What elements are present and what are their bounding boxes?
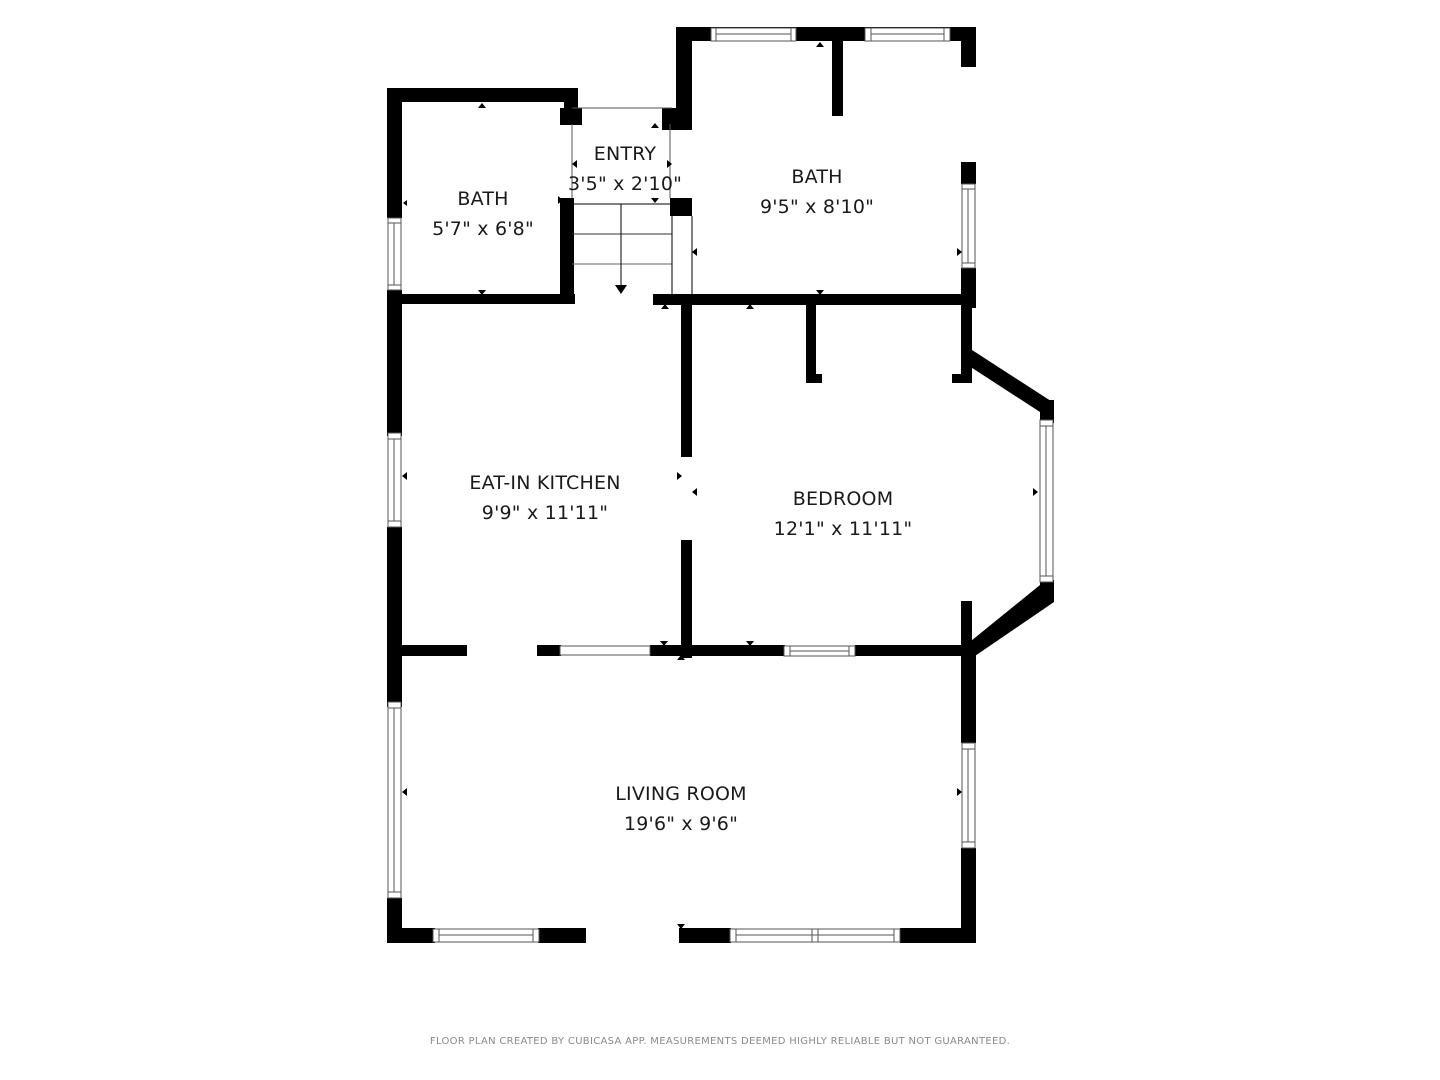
room-label-bath-large: BATH 9'5" x 8'10" xyxy=(760,162,874,222)
room-name: LIVING ROOM xyxy=(615,783,747,805)
staircase xyxy=(571,107,693,296)
room-label-kitchen: EAT-IN KITCHEN 9'9" x 11'11" xyxy=(469,468,620,528)
room-name: ENTRY xyxy=(593,143,657,165)
room-name: BATH xyxy=(791,166,843,188)
room-name: BEDROOM xyxy=(792,488,894,510)
room-dimensions: 19'6" x 9'6" xyxy=(623,813,739,835)
room-name: BATH xyxy=(457,188,509,210)
windows xyxy=(387,27,1054,943)
room-dimensions: 9'5" x 8'10" xyxy=(759,196,875,218)
disclaimer-footer: FLOOR PLAN CREATED BY CUBICASA APP. MEAS… xyxy=(429,1036,1011,1047)
room-dimensions: 12'1" x 11'11" xyxy=(773,518,913,540)
room-label-bedroom: BEDROOM 12'1" x 11'11" xyxy=(774,484,913,544)
room-label-living: LIVING ROOM 19'6" x 9'6" xyxy=(615,779,746,839)
room-label-bath-small: BATH 5'7" x 6'8" xyxy=(432,184,534,244)
room-dimensions: 5'7" x 6'8" xyxy=(432,218,534,240)
room-label-entry: ENTRY 3'5" x 2'10" xyxy=(568,139,682,199)
room-dimensions: 3'5" x 2'10" xyxy=(567,173,683,195)
room-name: EAT-IN KITCHEN xyxy=(469,472,621,494)
dimension-markers xyxy=(402,42,1038,929)
room-dimensions: 9'9" x 11'11" xyxy=(481,502,609,524)
